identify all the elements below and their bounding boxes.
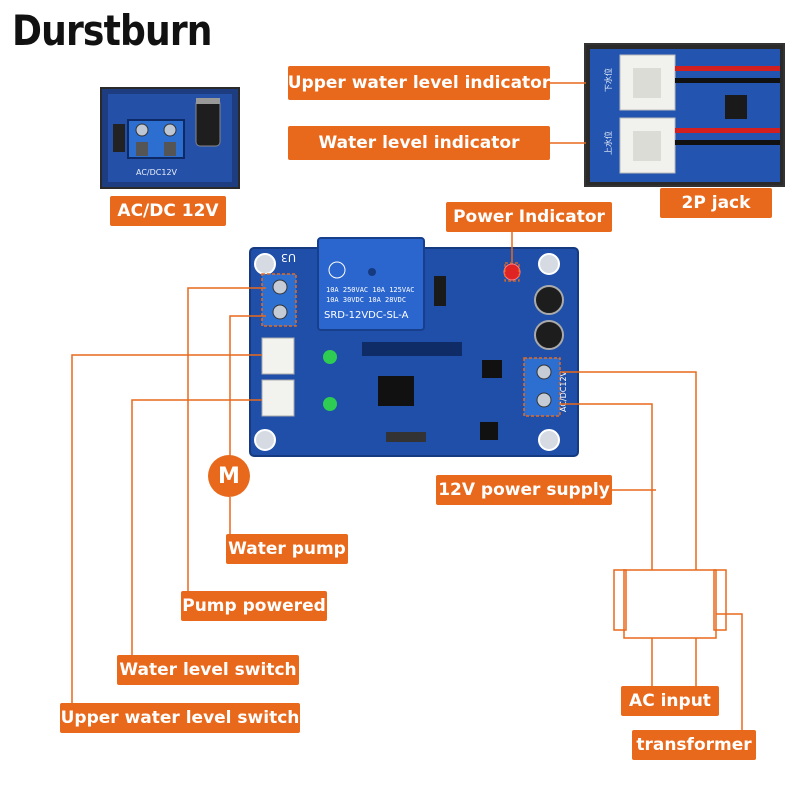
motor-symbol: M	[208, 455, 250, 497]
label-level-indicator: Water level indicator	[288, 126, 550, 160]
label-power-indicator: Power Indicator	[446, 202, 612, 232]
brand-logo: Durstburn	[12, 6, 213, 55]
relay-spec-2: 10A 30VDC 10A 28VDC	[326, 296, 406, 304]
label-upper-indicator: Upper water level indicator	[288, 66, 550, 100]
inset-acdc-photo: AC/DC12V	[100, 87, 240, 189]
inset-jack-text-bottom: 上水位	[603, 131, 613, 155]
inset-jack-photo: 下水位 上水位	[584, 43, 785, 187]
label-upper-switch: Upper water level switch	[60, 703, 300, 733]
label-transformer: transformer	[632, 730, 756, 760]
label-pump-powered: Pump powered	[181, 591, 327, 621]
label-jack: 2P jack	[660, 188, 772, 218]
pcb-board: 10A 250VAC 10A 125VAC 10A 30VDC 10A 28VD…	[249, 237, 579, 457]
inset-acdc-text: AC/DC12V	[136, 168, 178, 177]
inset-jack-text-top: 下水位	[603, 68, 613, 92]
board-acdc12v: AC/DC12V	[559, 370, 568, 412]
relay-model: SRD-12VDC-SL-A	[324, 310, 409, 321]
label-supply: 12V power supply	[436, 475, 612, 505]
board-u3: U3	[281, 251, 296, 264]
label-acdc: AC/DC 12V	[110, 196, 226, 226]
relay-spec-1: 10A 250VAC 10A 125VAC	[326, 286, 415, 294]
jack-connector-lines	[549, 82, 586, 144]
label-level-switch: Water level switch	[117, 655, 299, 685]
label-ac-input: AC input	[621, 686, 719, 716]
label-pump: Water pump	[226, 534, 348, 564]
wiring-lines	[71, 232, 743, 732]
